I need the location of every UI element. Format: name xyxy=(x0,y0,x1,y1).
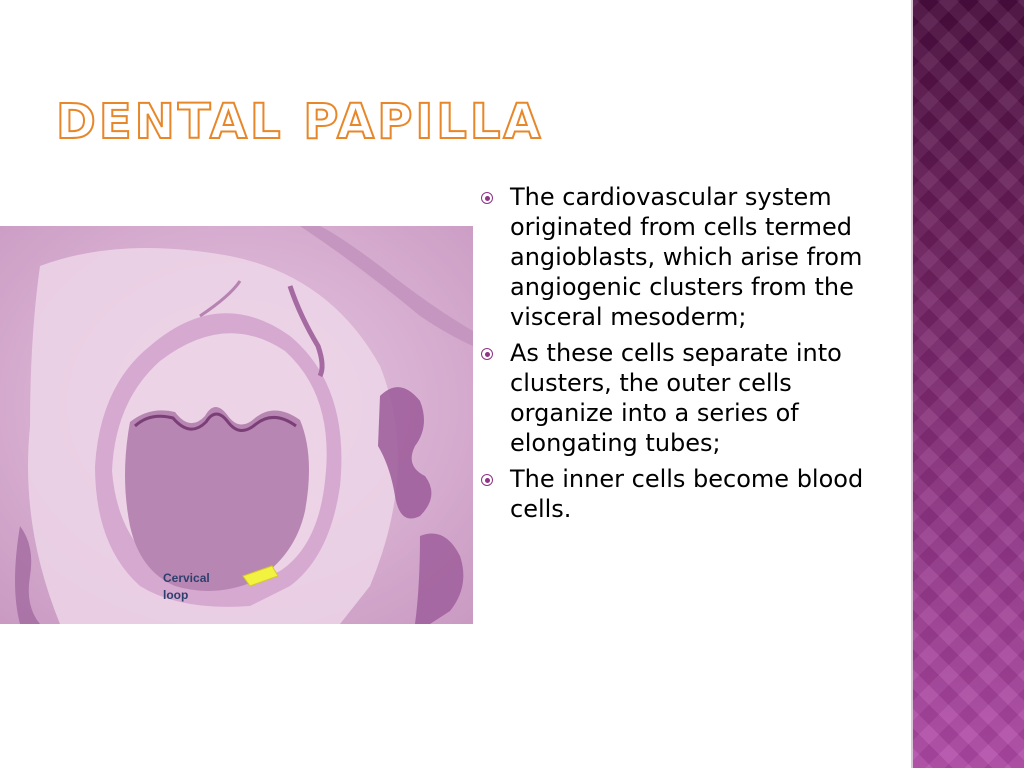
slide-title: Dental Papilla xyxy=(55,94,544,150)
cervical-loop-label: Cervical loop xyxy=(163,571,210,602)
decorative-side-band xyxy=(913,0,1024,768)
bullet-text: As these cells separate into clusters, t… xyxy=(510,339,842,457)
side-band-divider xyxy=(911,0,913,768)
bullet-item: The inner cells become blood cells. xyxy=(478,464,898,524)
histology-image xyxy=(0,226,473,624)
bullet-list: The cardiovascular system originated fro… xyxy=(478,182,898,530)
tooth-germ-micrograph xyxy=(0,226,473,624)
bullet-text: The cardiovascular system originated fro… xyxy=(510,183,863,331)
bullet-text: The inner cells become blood cells. xyxy=(510,465,864,523)
circled-dot-icon xyxy=(481,348,493,360)
circled-dot-icon xyxy=(481,474,493,486)
bullet-item: As these cells separate into clusters, t… xyxy=(478,338,898,458)
circled-dot-icon xyxy=(481,192,493,204)
bullet-item: The cardiovascular system originated fro… xyxy=(478,182,898,332)
